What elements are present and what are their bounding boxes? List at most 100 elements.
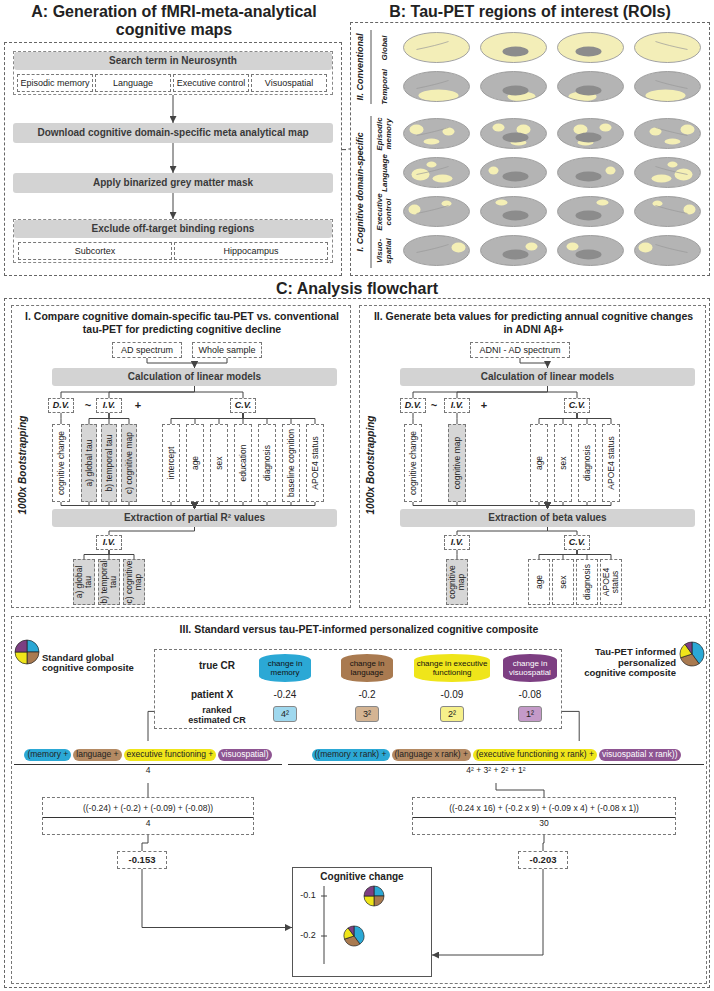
node-text: B: Tau-PET regions of interest (ROIs) [351,2,709,21]
axis [324,886,325,964]
brain [635,119,701,149]
brain [404,72,470,102]
cortex [558,236,624,266]
cortex [558,158,624,188]
cortex [404,33,470,63]
node-text: -0.153 [129,855,156,866]
node-text: ((memory x rank) + [312,749,390,761]
brain [404,197,470,227]
connector [61,386,195,398]
node-text: Subcortex [75,246,116,256]
node-text: sex [555,425,571,501]
medial-wall [503,211,529,221]
node-text: Whole sample [198,345,255,355]
node-text: language + [73,749,121,761]
sub-panel: II. Generate beta values for predicting … [359,305,706,608]
text-label: Visuo-spatial [373,231,395,270]
roi-patch [452,243,466,253]
variable-box: C.V. [230,398,256,413]
cortex [481,236,547,266]
formula: ((-0.24 x 16) + (-0.2 x 9) + (-0.09 x 4)… [412,797,676,835]
text-label: Tau-PET informed personalized cognitive … [574,643,676,683]
brain [558,197,624,227]
roi-patch [597,200,609,206]
brain-outline [481,72,547,102]
term-box: Subcortex [18,242,172,260]
brain [404,119,470,149]
cortex [635,158,701,188]
node-text: baseline cognition [283,425,299,501]
axis-tick [321,896,327,897]
connector [457,386,548,398]
brain-outline [558,72,624,102]
brain-outline [635,236,701,266]
sample-box: ADNI - AD spectrum [470,342,570,358]
bracket [371,116,372,268]
node-text: Language [113,78,153,88]
node-text: c) cognitive map [122,425,136,501]
roi-patch [410,125,424,135]
variable-item: sex [554,424,572,502]
text-label: Standard global cognitive composite [42,643,136,683]
node-text: change in language [343,659,391,677]
brain [481,33,547,63]
variable-item: sex [552,559,574,605]
formula: (memory +language +executive functioning… [14,741,282,783]
cortex [404,158,470,188]
node-text: Cognitive change [320,871,403,883]
brain [481,197,547,227]
medial-wall [576,172,602,182]
result-box: -0.203 [518,851,568,869]
brain-outline [635,72,701,102]
brain [635,236,701,266]
node-text: sex [211,425,227,501]
text-label: ~ [82,398,94,413]
term-box: Visuospatial [251,74,327,92]
sulcus [656,167,688,175]
node-text: Calculation of linear models [128,371,261,383]
node-text: education [235,425,251,501]
node-text: -0.09 [427,688,477,702]
node-text: Visuospatial [265,78,313,88]
pie-slice [348,926,354,936]
term-box: Language [95,74,171,92]
brain-outline [404,119,470,149]
text-label: Temporal [373,67,395,106]
brain-outline [404,72,470,102]
node-text: true CR [185,658,249,674]
connector [413,502,548,509]
brain-outline [404,197,470,227]
node-text: C.V. [569,400,586,410]
node-text: cognitive map [449,425,465,501]
cortex [635,119,701,149]
node-text: cognitive map [447,560,467,604]
connector [61,413,62,424]
pie-slice [27,640,39,652]
node-text: I.V. [451,400,464,410]
node-text: diagnosis [579,425,595,501]
variable-item: cognitive change [404,424,422,502]
brain-outline [558,158,624,188]
variable-item: education [234,424,252,502]
node-text: Episodic memory [20,78,89,88]
node-text: cognitive change [405,425,421,501]
connector [243,413,315,424]
node-text: Download cognitive domain-specific meta … [37,127,308,139]
medial-wall [503,86,529,96]
node-text: APOE4 status [601,560,621,604]
connector [142,835,148,851]
node-text: Calculation of linear models [481,371,614,383]
text-label: ~ [428,398,440,413]
connector [563,550,577,559]
node-text: visuospatial x rank)) [599,749,681,761]
pie-slice [364,896,374,906]
roi-patch [489,167,499,175]
brain-outline [635,33,701,63]
brain [635,158,701,188]
rank-box: 3² [355,706,379,722]
node-text: visuospatial) [218,749,271,761]
node-text: APOE4 status [307,425,323,501]
step-bar: Calculation of linear models [400,368,695,386]
variable-item: b) temporal tau [98,559,120,605]
medial-wall [576,133,602,143]
